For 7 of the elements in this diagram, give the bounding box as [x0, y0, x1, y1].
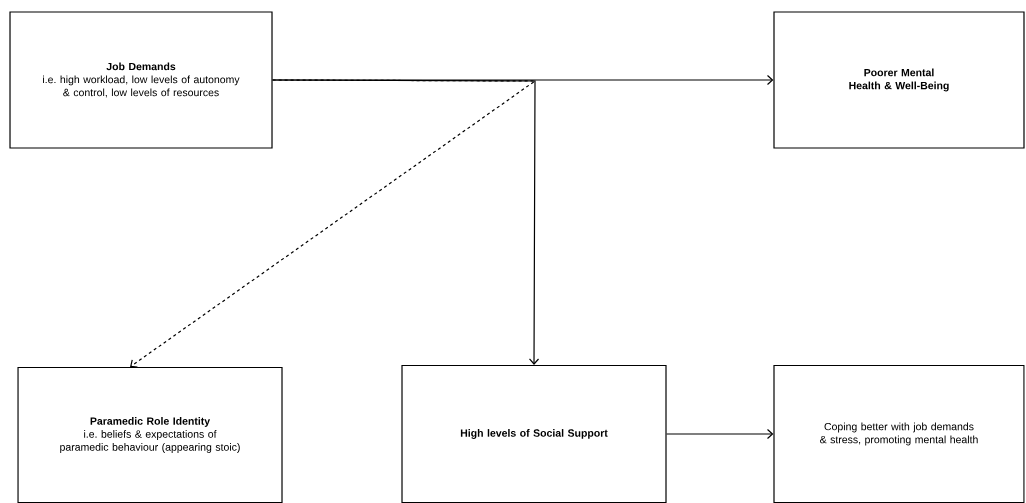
process-box: Coping better with job demands & stress, promoting mental health	[773, 364, 1025, 503]
arrow	[130, 79, 537, 368]
process-box: Job Demands i.e. high workload, low levels of autonomy & control, low levels of resources	[9, 11, 273, 149]
process-box: Poorer Mental Health & Well-Being	[773, 11, 1025, 149]
arrow	[666, 428, 774, 440]
process-box: Paramedic Role Identity i.e. beliefs & expectations of paramedic behaviour (appearing stoic)	[17, 366, 283, 503]
process-box: High levels of Social Support	[401, 364, 667, 503]
